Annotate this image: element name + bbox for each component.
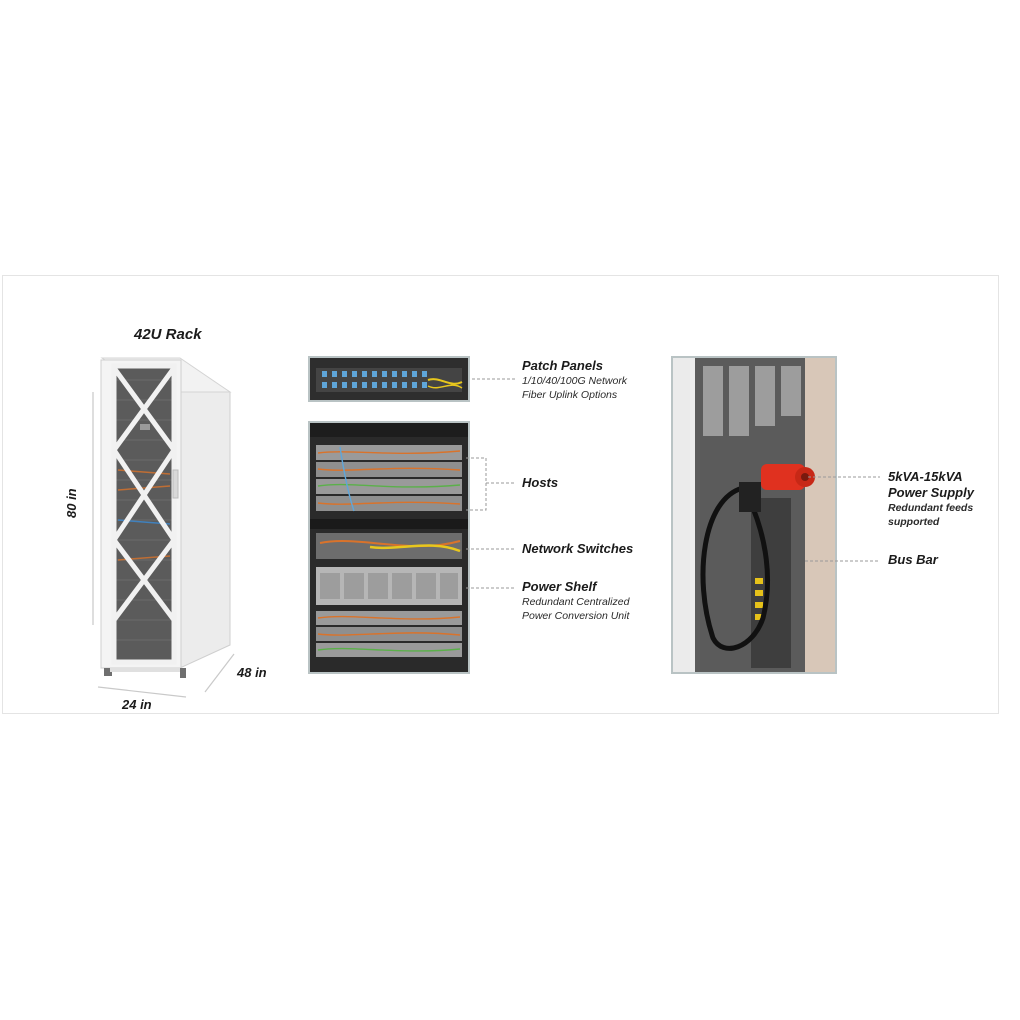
- bus-bar-title: Bus Bar: [888, 552, 938, 567]
- power-supply-line1: Redundant feeds: [888, 502, 974, 514]
- power-supply-line2: supported: [888, 516, 940, 528]
- rack-depth-label: 48 in: [237, 665, 267, 680]
- power-shelf-title: Power Shelf: [522, 579, 597, 594]
- power-busbar-photo: [671, 356, 837, 674]
- patch-panels-line1: 1/10/40/100G Network: [522, 375, 628, 387]
- network-switches-title: Network Switches: [522, 541, 634, 556]
- power-shelf-line1: Redundant Centralized: [522, 596, 630, 608]
- patch-panels-title: Patch Panels: [522, 358, 603, 373]
- rack-interior-photo: [308, 421, 470, 674]
- patch-panels-line2: Fiber Uplink Options: [522, 389, 618, 401]
- patch-panel-photo: [308, 356, 470, 402]
- power-supply-title-line1: 5kVA-15kVA: [888, 469, 963, 484]
- rack-title: 42U Rack: [134, 326, 202, 343]
- hosts-title: Hosts: [522, 475, 559, 490]
- rack-width-label: 24 in: [122, 697, 152, 712]
- power-shelf-line2: Power Conversion Unit: [522, 610, 630, 622]
- power-supply-title-line2: Power Supply: [888, 485, 974, 500]
